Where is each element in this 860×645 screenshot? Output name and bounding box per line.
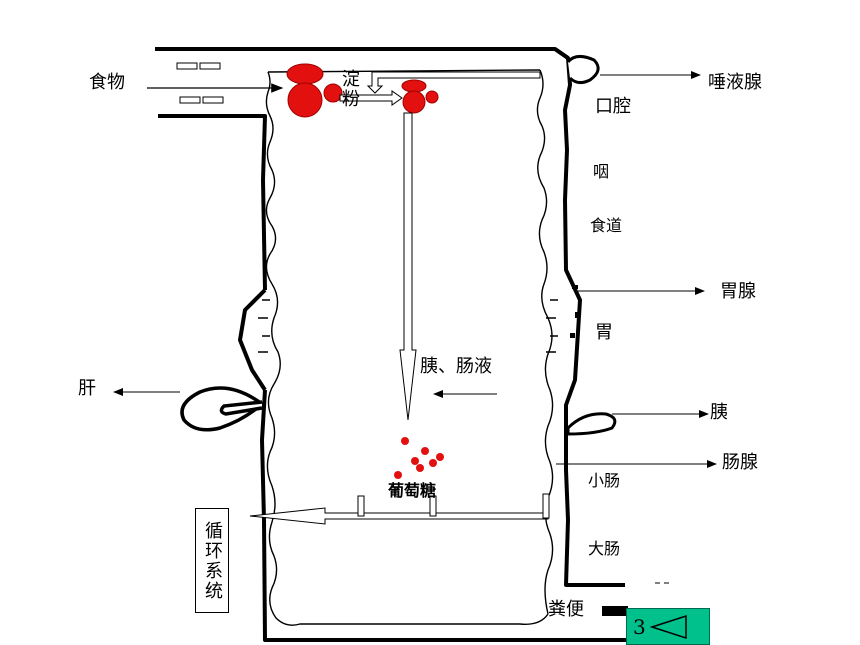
liver bbox=[180, 386, 265, 432]
label-small-intestine: 小肠 bbox=[588, 471, 621, 490]
pancreas bbox=[566, 412, 617, 436]
salivary-gland bbox=[566, 55, 600, 85]
label-pharynx: 咽 bbox=[593, 162, 610, 181]
glucose-dots bbox=[394, 437, 444, 479]
gastric-gland bbox=[570, 285, 579, 338]
label-pancreas: 胰 bbox=[710, 402, 728, 423]
label-food: 食物 bbox=[89, 72, 125, 93]
label-oral-cavity: 口腔 bbox=[595, 96, 631, 117]
label-circulatory-system: 循环系统 bbox=[202, 520, 223, 601]
label-liver: 肝 bbox=[78, 378, 96, 399]
circulatory-system-box: 循环系统 bbox=[195, 508, 229, 613]
absorption-arrow bbox=[249, 493, 550, 525]
down-arrow bbox=[399, 112, 417, 421]
label-feces: 粪便 bbox=[548, 599, 584, 620]
label-intestinal-gland: 肠腺 bbox=[722, 452, 758, 473]
nav-page-number: 3 bbox=[633, 614, 646, 639]
label-stomach: 胃 bbox=[595, 322, 613, 343]
label-pancreatic-intestinal-juice: 胰、肠液 bbox=[420, 356, 492, 377]
starch-arrow bbox=[339, 90, 403, 106]
maltose-molecules bbox=[401, 79, 439, 114]
label-esophagus: 食道 bbox=[590, 216, 623, 235]
starch-molecules bbox=[286, 63, 343, 118]
label-starch: 淀粉 bbox=[342, 69, 360, 110]
outer-wall bbox=[155, 47, 628, 642]
saliva-arrow bbox=[366, 71, 541, 94]
back-triangle-icon bbox=[649, 614, 687, 639]
label-glucose: 葡萄糖 bbox=[388, 481, 437, 500]
label-gastric-gland: 胃腺 bbox=[720, 281, 756, 302]
feces-exit bbox=[602, 606, 628, 616]
entry-tube bbox=[176, 62, 224, 104]
label-salivary-gland: 唾液腺 bbox=[708, 72, 762, 93]
nav-back-button[interactable]: 3 bbox=[626, 608, 710, 645]
label-large-intestine: 大肠 bbox=[588, 539, 621, 558]
